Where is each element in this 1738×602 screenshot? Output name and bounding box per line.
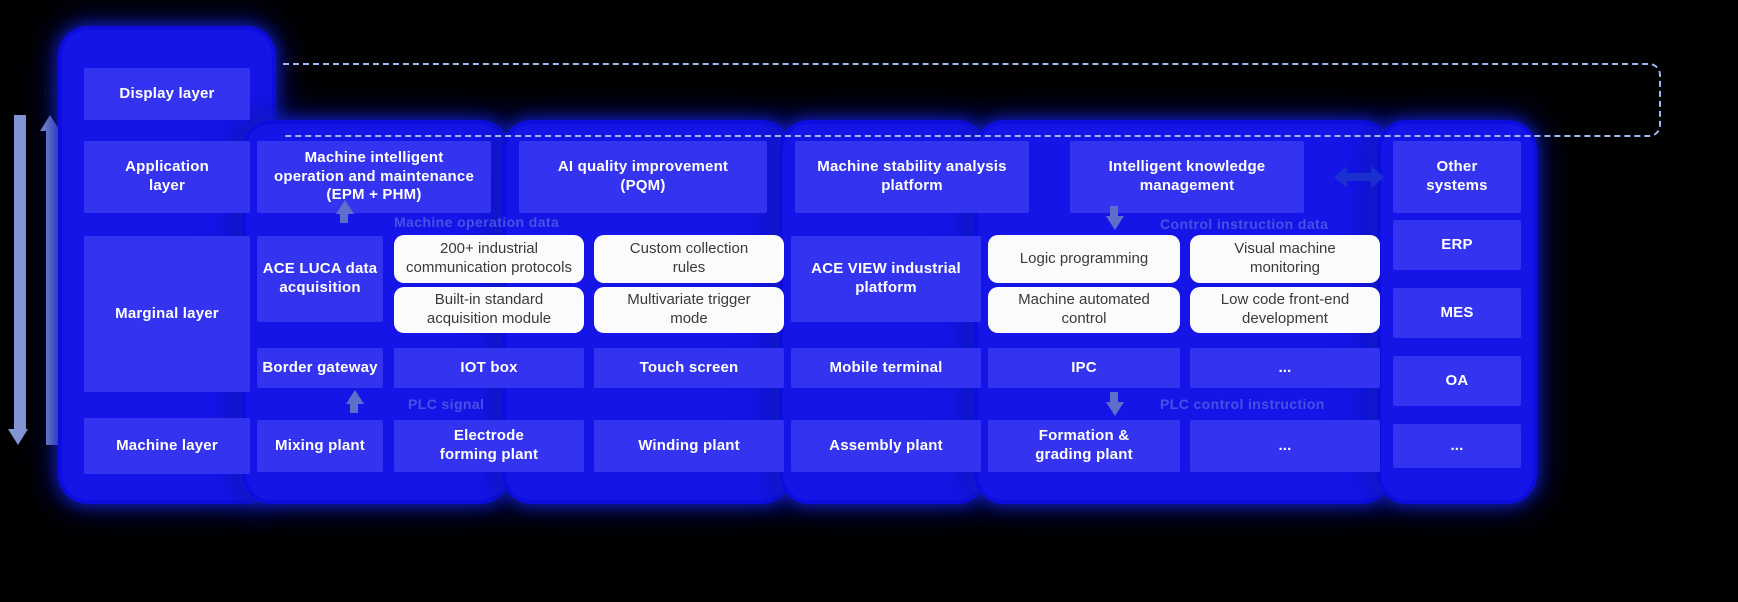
device-border-gateway[interactable]: Border gateway [257, 348, 383, 388]
clipped-side-label: tion [43, 84, 70, 100]
feature-visual-machine-monitoring[interactable]: Visual machine monitoring [1190, 235, 1380, 283]
plant-more[interactable]: ... [1190, 420, 1380, 472]
flow-label-plc-signal: PLC signal [408, 396, 485, 412]
control-data-arrow-head-down [1106, 216, 1124, 230]
device-iot-box[interactable]: IOT box [394, 348, 584, 388]
plc-signal-arrow-shaft [350, 403, 358, 413]
platform-ace-view[interactable]: ACE VIEW industrial platform [791, 236, 981, 322]
plant-mixing[interactable]: Mixing plant [257, 420, 383, 472]
plant-winding[interactable]: Winding plant [594, 420, 784, 472]
app-card-pqm[interactable]: AI quality improvement (PQM) [519, 141, 767, 213]
external-system-oa[interactable]: OA [1393, 356, 1521, 406]
plant-formation-grading[interactable]: Formation & grading plant [988, 420, 1180, 472]
flow-label-machine-operation-data: Machine operation data [394, 214, 560, 230]
side-arrow-column [8, 115, 70, 445]
feature-machine-automated-control[interactable]: Machine automated control [988, 287, 1180, 333]
plant-electrode-forming[interactable]: Electrode forming plant [394, 420, 584, 472]
feature-custom-collection-rules[interactable]: Custom collection rules [594, 235, 784, 283]
flow-label-control-instruction-data: Control instruction data [1160, 216, 1329, 232]
layer-label-application: Application layer [84, 141, 250, 213]
app-card-stability[interactable]: Machine stability analysis platform [795, 141, 1029, 213]
app-card-epm-phm[interactable]: Machine intelligent operation and mainte… [257, 141, 491, 213]
plant-assembly[interactable]: Assembly plant [791, 420, 981, 472]
downward-flow-arrow [8, 115, 30, 445]
feature-logic-programming[interactable]: Logic programming [988, 235, 1180, 283]
feature-builtin-acquisition-module[interactable]: Built-in standard acquisition module [394, 287, 584, 333]
device-ipc[interactable]: IPC [988, 348, 1180, 388]
device-touch-screen[interactable]: Touch screen [594, 348, 784, 388]
upward-flow-arrow [40, 115, 62, 445]
machine-data-arrow-shaft [340, 213, 348, 223]
platform-ace-luca[interactable]: ACE LUCA data acquisition [257, 236, 383, 322]
display-layer-dashed-frame [283, 63, 1661, 137]
plc-control-arrow-shaft [1110, 392, 1118, 402]
external-system-mes[interactable]: MES [1393, 288, 1521, 338]
device-mobile-terminal[interactable]: Mobile terminal [791, 348, 981, 388]
plc-control-arrow-head-down [1106, 402, 1124, 416]
flow-label-plc-control-instruction: PLC control instruction [1160, 396, 1325, 412]
external-system-other[interactable]: Other systems [1393, 141, 1521, 213]
machine-data-arrow-head-up [336, 200, 354, 214]
feature-low-code-development[interactable]: Low code front-end development [1190, 287, 1380, 333]
feature-industrial-protocols[interactable]: 200+ industrial communication protocols [394, 235, 584, 283]
external-system-erp[interactable]: ERP [1393, 220, 1521, 270]
feature-multivariate-trigger-mode[interactable]: Multivariate trigger mode [594, 287, 784, 333]
layer-label-display: Display layer [84, 68, 250, 120]
bidirectional-integration-arrow [1334, 166, 1384, 188]
device-more[interactable]: ... [1190, 348, 1380, 388]
external-system-more[interactable]: ... [1393, 424, 1521, 468]
app-card-knowledge[interactable]: Intelligent knowledge management [1070, 141, 1304, 213]
layer-label-machine: Machine layer [84, 418, 250, 474]
control-data-arrow-shaft [1110, 206, 1118, 216]
layer-label-marginal: Marginal layer [84, 236, 250, 392]
plc-signal-arrow-head-up [346, 390, 364, 404]
